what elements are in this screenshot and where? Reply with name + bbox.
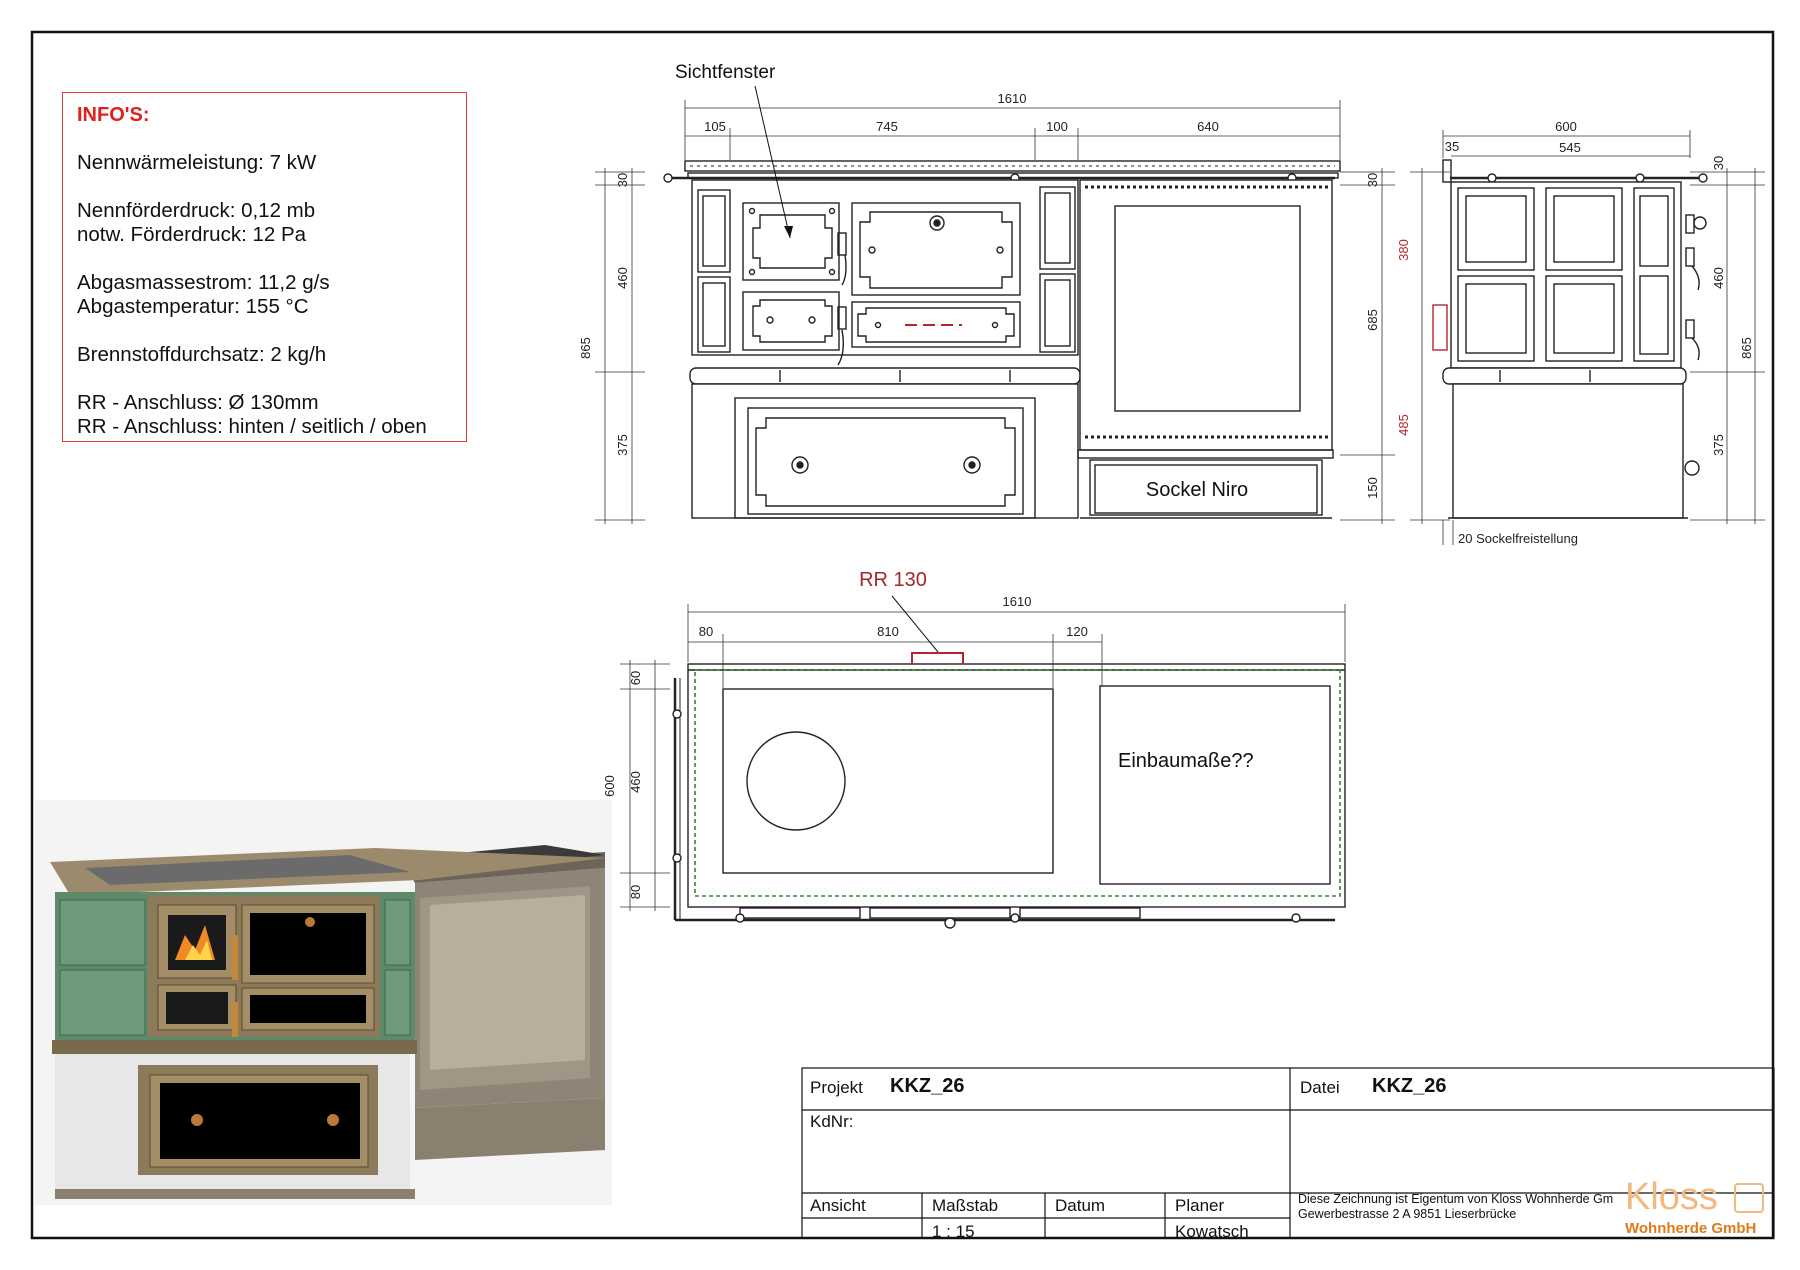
front-view bbox=[663, 160, 1341, 519]
dim-side-865: 865 bbox=[1739, 337, 1754, 359]
top-view bbox=[672, 652, 1346, 929]
title-block-lines bbox=[801, 1067, 1775, 1239]
kdnr-label: KdNr: bbox=[810, 1112, 854, 1131]
dim-side-375: 375 bbox=[1711, 434, 1726, 456]
top-view-dimensions bbox=[620, 595, 1346, 911]
dim-front-375: 375 bbox=[615, 434, 630, 456]
dim-side-545: 545 bbox=[1559, 140, 1581, 155]
info-rr-position: RR - Anschluss: hinten / seitlich / oben bbox=[77, 415, 427, 438]
info-brennstoff: Brennstoffdurchsatz: 2 kg/h bbox=[77, 343, 327, 366]
dim-front-a: 105 bbox=[704, 119, 726, 134]
dim-top-total: 1610 bbox=[1003, 594, 1032, 609]
top-view-dimension-labels: 1610 80 810 120 60 600 460 80 bbox=[602, 594, 1088, 899]
datei-label: Datei bbox=[1300, 1078, 1340, 1097]
label-sichtfenster: Sichtfenster bbox=[675, 62, 776, 83]
info-nennwaerme: Nennwärmeleistung: 7 kW bbox=[77, 151, 317, 174]
dim-front-total: 1610 bbox=[998, 91, 1027, 106]
dim-side-30: 30 bbox=[1711, 156, 1726, 170]
side-view bbox=[1432, 159, 1708, 519]
logo-company: Wohnherde GmbH bbox=[1625, 1220, 1757, 1237]
planer-value: Kowatsch bbox=[1175, 1222, 1249, 1241]
dim-side-35: 35 bbox=[1445, 139, 1459, 154]
dim-front-b: 745 bbox=[876, 119, 898, 134]
dim-front-30-right: 30 bbox=[1365, 173, 1380, 187]
planer-label: Planer bbox=[1175, 1196, 1225, 1215]
stove-render bbox=[35, 800, 612, 1205]
label-rr-130: RR 130 bbox=[859, 569, 927, 591]
ansicht-label: Ansicht bbox=[810, 1196, 866, 1215]
label-sockelfreistellung: 20 Sockelfreistellung bbox=[1458, 531, 1578, 546]
dim-front-865: 865 bbox=[578, 337, 593, 359]
dim-side-380: 380 bbox=[1396, 239, 1411, 261]
owner-line-1: Diese Zeichnung ist Eigentum von Kloss W… bbox=[1298, 1192, 1614, 1206]
label-einbaumasse: Einbaumaße?? bbox=[1118, 750, 1254, 772]
dim-front-460: 460 bbox=[615, 267, 630, 289]
projekt-label: Projekt bbox=[810, 1078, 863, 1097]
info-abgastemp: Abgastemperatur: 155 °C bbox=[77, 295, 309, 318]
owner-line-2: Gewerbestrasse 2 A 9851 Lieserbrücke bbox=[1298, 1207, 1517, 1221]
front-view-dimension-labels: 1610 105 745 100 640 30 460 865 375 30 6… bbox=[578, 91, 1380, 499]
dim-side-485: 485 bbox=[1396, 414, 1411, 436]
label-sockel-niro: Sockel Niro bbox=[1146, 479, 1248, 501]
sichtfenster-arrow bbox=[784, 226, 793, 238]
logo-word: Kloss bbox=[1625, 1176, 1718, 1218]
sichtfenster-leader bbox=[754, 85, 791, 239]
dim-front-d: 640 bbox=[1197, 119, 1219, 134]
datei-value: KKZ_26 bbox=[1372, 1075, 1447, 1097]
info-rr-diameter: RR - Anschluss: Ø 130mm bbox=[77, 391, 319, 414]
side-view-dimension-labels: 600 35 545 30 380 485 460 865 375 20 Soc… bbox=[1396, 119, 1754, 546]
dim-top-810: 810 bbox=[877, 624, 899, 639]
projekt-value: KKZ_26 bbox=[890, 1075, 965, 1097]
front-view-dimensions bbox=[595, 100, 1395, 524]
side-view-dimensions bbox=[1410, 130, 1765, 545]
info-title: INFO'S: bbox=[77, 104, 150, 126]
dim-side-460: 460 bbox=[1711, 267, 1726, 289]
dim-top-80: 80 bbox=[699, 624, 713, 639]
info-notw-foerder: notw. Förderdruck: 12 Pa bbox=[77, 223, 307, 246]
dim-top-120: 120 bbox=[1066, 624, 1088, 639]
dim-side-600: 600 bbox=[1555, 119, 1577, 134]
info-box: INFO'S: Nennwärmeleistung: 7 kW Nennförd… bbox=[62, 92, 467, 442]
dim-front-c: 100 bbox=[1046, 119, 1068, 134]
dim-top-600: 600 bbox=[602, 775, 617, 797]
datum-label: Datum bbox=[1055, 1196, 1106, 1215]
info-nennfoerder: Nennförderdruck: 0,12 mb bbox=[77, 199, 316, 222]
massstab-value: 1 : 15 bbox=[932, 1222, 975, 1241]
dim-front-30-left: 30 bbox=[615, 173, 630, 187]
dim-front-685: 685 bbox=[1365, 309, 1380, 331]
dim-top-60: 60 bbox=[628, 671, 643, 685]
massstab-label: Maßstab bbox=[932, 1196, 999, 1215]
info-abgasmasse: Abgasmassestrom: 11,2 g/s bbox=[77, 271, 330, 294]
dim-top-80b: 80 bbox=[628, 885, 643, 899]
dim-front-150: 150 bbox=[1365, 477, 1380, 499]
logo-mark-icon bbox=[1734, 1183, 1764, 1213]
dim-top-460: 460 bbox=[628, 771, 643, 793]
